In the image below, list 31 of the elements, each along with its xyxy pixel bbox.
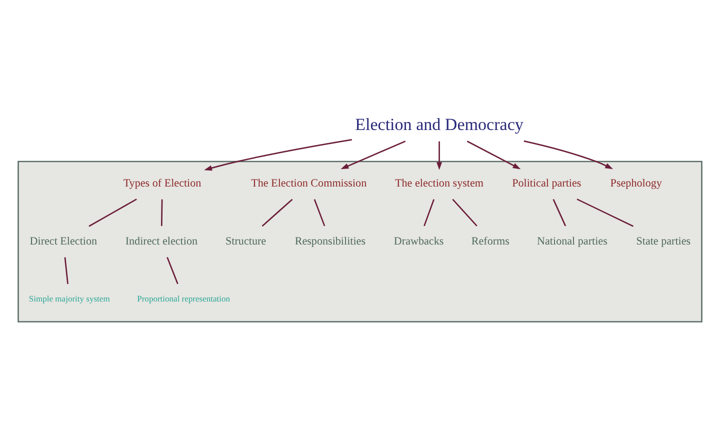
node-text: National parties: [537, 236, 608, 248]
arrow: [204, 138, 352, 171]
node-text: Indirect election: [125, 236, 198, 248]
connector: [552, 199, 566, 226]
connector: [576, 198, 634, 227]
connector: [88, 198, 137, 227]
node-text: Election and Democracy: [355, 115, 524, 134]
node-text: Responsibilities: [294, 236, 366, 248]
arrow: [436, 141, 442, 170]
node-text: The election system: [395, 178, 484, 190]
node-text: Direct Election: [30, 236, 98, 248]
node-text: Proportional representation: [137, 294, 230, 304]
node-text: The Election Commission: [251, 178, 367, 190]
node-text: Psephology: [610, 178, 662, 190]
connector: [166, 257, 178, 284]
arrow: [524, 140, 614, 170]
node-text: Drawbacks: [394, 236, 444, 248]
connector: [160, 199, 163, 226]
connector: [424, 199, 435, 226]
node-text: Political parties: [512, 178, 582, 190]
node-text: State parties: [636, 236, 691, 248]
node-text: Reforms: [471, 236, 510, 248]
node-text: Simple majority system: [28, 294, 110, 304]
connector: [314, 199, 326, 226]
arrow: [466, 140, 521, 170]
connector: [452, 198, 478, 226]
node-text: Types of Election: [123, 178, 202, 190]
connector: [262, 198, 293, 227]
arrow: [340, 140, 406, 170]
node-text: Structure: [226, 236, 266, 248]
connector: [64, 257, 68, 284]
